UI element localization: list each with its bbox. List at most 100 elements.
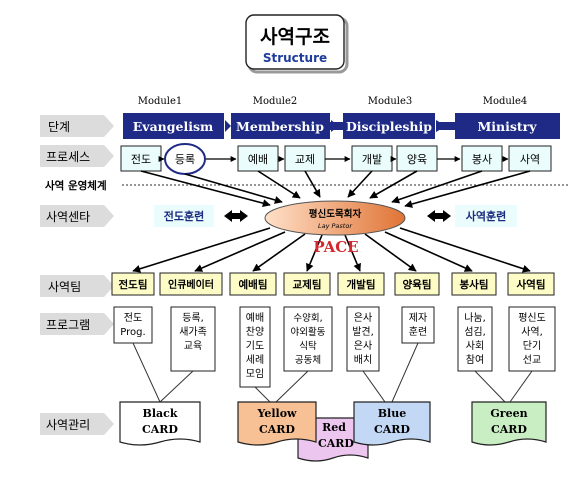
program-6-line-1: 제자	[409, 312, 427, 324]
team-box-6	[394, 272, 440, 296]
converge-line	[304, 170, 321, 198]
program-8-line-1: 평신도	[518, 312, 546, 324]
diverge-line	[252, 233, 306, 272]
row-label-team: 사역팀	[40, 275, 114, 297]
module-1-box	[123, 113, 224, 139]
center-subtitle: Lay Pastor	[318, 222, 353, 230]
module-arrow-1	[225, 120, 231, 132]
team-label-7: 봉사팀	[460, 278, 489, 291]
ministry-training-label: 사역훈련	[466, 209, 506, 223]
converge-line	[257, 170, 301, 199]
process-label-7: 봉사	[472, 153, 492, 166]
process-label-3: 예배	[248, 153, 268, 166]
module-arrow-2-shaft	[330, 122, 343, 130]
module-arrow-3-shaft	[436, 122, 455, 130]
team-label-2: 인큐베이터	[168, 278, 214, 291]
process-label-1: 전도	[131, 153, 151, 166]
module-3-tag: Module3	[368, 96, 413, 107]
team-label-5: 개발팀	[347, 278, 376, 291]
process-box-7	[461, 145, 503, 172]
yellow-card-line2: CARD	[259, 423, 295, 436]
program-7-line-1: 나눔,	[464, 312, 486, 324]
program-7-line-2: 섬김,	[464, 326, 486, 338]
diverge-line	[364, 233, 417, 272]
process-to-center-lines	[140, 170, 531, 208]
card-link-line	[509, 370, 533, 403]
program-3-line-2: 찬양	[246, 326, 264, 338]
program-4-line-3: 식탁	[299, 340, 317, 352]
title-main: 사역구조	[260, 26, 330, 48]
diverge-line	[132, 227, 271, 273]
program-8-line-2: 사역,	[521, 326, 543, 338]
module-1-name: Evangelism	[133, 119, 213, 134]
card-link-line	[254, 386, 271, 403]
card-link-line	[275, 370, 309, 403]
program-5-line-1: 은사	[354, 312, 372, 324]
program-5-line-4: 배치	[354, 354, 372, 366]
process-box-8	[508, 145, 552, 172]
blue-card-line2: CARD	[374, 423, 410, 436]
program-2-line-2: 새가족	[179, 326, 207, 338]
left-double-arrow	[224, 210, 248, 222]
program-7-line-4: 참여	[466, 354, 484, 366]
converge-line	[347, 170, 373, 198]
green-card: Green CARD	[471, 401, 547, 446]
cards: Black CARD Red CARD Yellow CARD Blue CAR…	[119, 401, 547, 462]
module-2-tag: Module2	[253, 96, 298, 107]
program-1-line-1: 전도	[124, 312, 142, 324]
program-box-4	[283, 306, 333, 372]
yellow-card-line1: Yellow	[256, 407, 297, 420]
team-label-4: 교제팀	[293, 278, 322, 291]
module-4-box	[455, 113, 560, 139]
module-4-name: Ministry	[477, 119, 537, 134]
program-3-line-1: 예배	[246, 312, 264, 324]
modules: Module1 Module2 Module3 Module4 Evangeli…	[123, 96, 560, 139]
program-3-line-5: 모임	[246, 367, 264, 380]
module-2-name: Membership	[236, 119, 324, 134]
module-4-tag: Module4	[483, 96, 528, 107]
module-2-box	[231, 113, 330, 139]
processes: 전도 등록 예배 교제 개발 양육 봉사 사역	[120, 143, 552, 175]
program-4-line-4: 공동체	[295, 355, 321, 366]
team-box-7	[451, 272, 497, 296]
card-link-line	[159, 370, 194, 403]
team-label-8: 사역팀	[517, 278, 546, 291]
process-label-8: 사역	[520, 153, 540, 166]
row-label-process: 프로세스	[40, 145, 114, 167]
teams: 전도팀 인큐베이터 예배팀 교제팀 개발팀 양육팀 봉사팀 사역팀	[111, 272, 555, 296]
program-5-line-3: 은사	[354, 340, 372, 352]
title-sub: Structure	[263, 51, 327, 65]
center-to-team-lines	[132, 227, 531, 273]
blue-card-line1: Blue	[378, 407, 406, 420]
converge-line	[140, 170, 271, 208]
diverge-line	[194, 231, 286, 272]
converge-line	[391, 170, 483, 204]
black-card-line2: CARD	[142, 423, 178, 436]
program-8-line-3: 단기	[523, 340, 541, 352]
module-3-box	[343, 113, 435, 139]
row-label-center-text: 사역센타	[46, 210, 90, 224]
process-label-5: 개발	[362, 153, 382, 166]
program-7-line-3: 사회	[466, 340, 484, 352]
row-label-operation-text: 사역 운영체계	[45, 179, 107, 192]
row-label-management: 사역관리	[40, 413, 114, 435]
process-box-3	[237, 145, 279, 172]
row-label-stage: 단계	[40, 115, 114, 137]
program-2-line-3: 교육	[184, 340, 202, 352]
program-box-8	[508, 306, 556, 372]
row-label-program: 프로그램	[40, 313, 114, 335]
program-8-line-4: 선교	[523, 354, 541, 366]
row-label-program-text: 프로그램	[46, 318, 90, 332]
diverge-line	[384, 231, 473, 272]
title-box: 사역구조 Structure	[245, 14, 349, 74]
program-5-line-2: 발견,	[352, 326, 374, 338]
program-4-line-2: 야외활동	[291, 326, 326, 338]
pace-label: PACE	[313, 238, 358, 256]
row-labels: 단계 프로세스 사역 운영체계 사역센타 사역팀 프로그램 사역관리	[40, 115, 568, 435]
programs: 전도 Prog. 등록, 새가족 교육 예배 찬양 기도 세례 모임 수양회, …	[113, 306, 556, 388]
process-label-4: 교제	[295, 153, 315, 166]
black-card-line1: Black	[143, 407, 178, 420]
converge-line	[184, 173, 283, 204]
team-label-6: 양육팀	[403, 279, 432, 291]
team-box-2	[159, 272, 223, 296]
